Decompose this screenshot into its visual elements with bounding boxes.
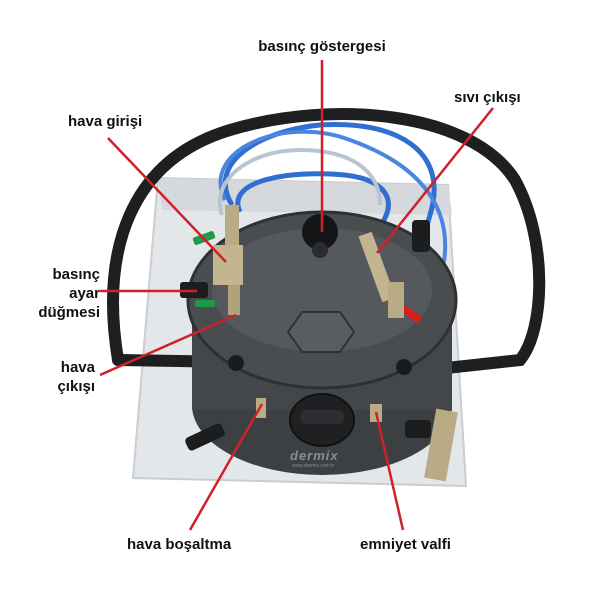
handle-hose	[107, 108, 546, 378]
label-basinc-ayar-dugmesi: basınç ayar düğmesi	[18, 265, 100, 322]
pressure-gauge-stem	[312, 242, 328, 258]
label-basinc-ayar-line3: düğmesi	[38, 304, 100, 321]
center-hex-plug	[286, 311, 356, 353]
red-valve-handle	[400, 305, 422, 323]
label-basinc-ayar-line1: basınç	[52, 266, 100, 283]
air-inlet-fitting	[225, 205, 239, 245]
brand-logo-subtext: www.dermix.com.tr	[292, 463, 335, 469]
fluid-outlet-fitting	[358, 231, 396, 303]
bolt-right	[396, 359, 412, 375]
pointer-hava-cikisi	[99, 313, 237, 377]
pointer-lines	[99, 60, 494, 531]
label-emniyet-valfi: emniyet valfi	[360, 536, 451, 553]
label-hava-cikisi-line2: çıkışı	[57, 378, 95, 395]
right-bracket	[424, 408, 458, 482]
blue-tube-3	[218, 129, 448, 281]
pointer-sivi-cikisi	[376, 107, 494, 254]
pointer-emniyet-valfi	[374, 411, 405, 531]
bolt-left	[228, 355, 244, 371]
label-sivi-cikisi: sıvı çıkışı	[454, 89, 521, 106]
pointer-hava-bosaltma	[188, 403, 264, 531]
label-hava-cikisi-line1: hava	[60, 359, 95, 376]
safety-valve-knob	[405, 420, 431, 438]
clear-tube	[218, 147, 382, 216]
label-basinc-gostergesi: basınç göstergesi	[258, 38, 386, 55]
label-hava-cikisi: hava çıkışı	[30, 358, 95, 396]
green-valve-handle-2	[195, 300, 215, 307]
release-valve-handle	[185, 423, 225, 451]
brand-logo: dermix	[290, 448, 339, 463]
fluid-valve-body	[388, 282, 404, 318]
air-outlet-fitting	[228, 285, 240, 315]
fluid-outlet-knob	[412, 220, 430, 252]
pressure-gauge	[302, 214, 338, 250]
blue-tube-2	[235, 171, 391, 234]
label-basinc-ayar-line2: ayar	[69, 285, 100, 302]
fill-cap-grip	[300, 410, 344, 424]
regulator-body	[213, 245, 243, 285]
pointer-hava-girisi	[107, 137, 227, 263]
label-hava-girisi: hava girişi	[68, 113, 143, 130]
label-hava-bosaltma: hava boşaltma	[127, 536, 232, 553]
